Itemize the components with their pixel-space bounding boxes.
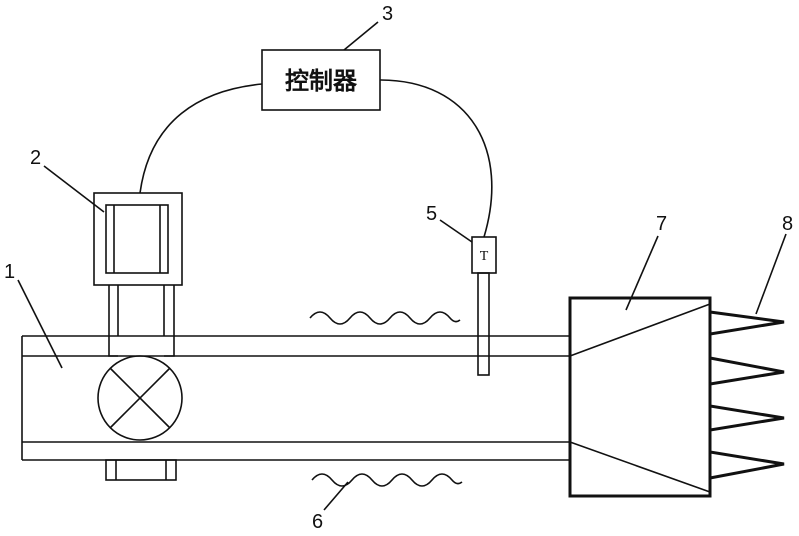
leader-8 bbox=[756, 234, 786, 314]
pipe bbox=[22, 336, 570, 460]
callout-5: 5 bbox=[426, 203, 437, 225]
callout-8: 8 bbox=[782, 213, 793, 235]
spray-tips bbox=[710, 312, 784, 478]
temperature-sensor: T bbox=[472, 237, 496, 375]
nozzle-taper-top bbox=[570, 304, 710, 356]
sensor-probe bbox=[478, 273, 489, 375]
controller: 控制器 bbox=[262, 50, 380, 110]
callout-6: 6 bbox=[312, 511, 323, 533]
sensor-label: T bbox=[480, 249, 489, 264]
heating-wave-top bbox=[310, 312, 460, 324]
leader-6 bbox=[324, 482, 348, 510]
nozzle-taper-bottom bbox=[570, 442, 710, 492]
leader-2 bbox=[44, 166, 104, 212]
nozzle-body bbox=[570, 298, 710, 496]
valve-actuator-window bbox=[106, 205, 168, 273]
wire-controller-to-valve bbox=[140, 84, 262, 193]
leader-3 bbox=[344, 22, 378, 50]
leader-5 bbox=[440, 220, 472, 242]
heating-wave-bottom bbox=[312, 474, 462, 486]
leader-1 bbox=[18, 280, 62, 368]
callout-7: 7 bbox=[656, 213, 667, 235]
callout-1: 1 bbox=[4, 261, 15, 283]
callout-2: 2 bbox=[30, 147, 41, 169]
valve-actuator-outer bbox=[94, 193, 182, 285]
controller-label: 控制器 bbox=[285, 67, 358, 95]
callout-3: 3 bbox=[382, 3, 393, 25]
spray-tips-outline bbox=[710, 312, 784, 478]
valve-stem-joint bbox=[109, 336, 174, 356]
